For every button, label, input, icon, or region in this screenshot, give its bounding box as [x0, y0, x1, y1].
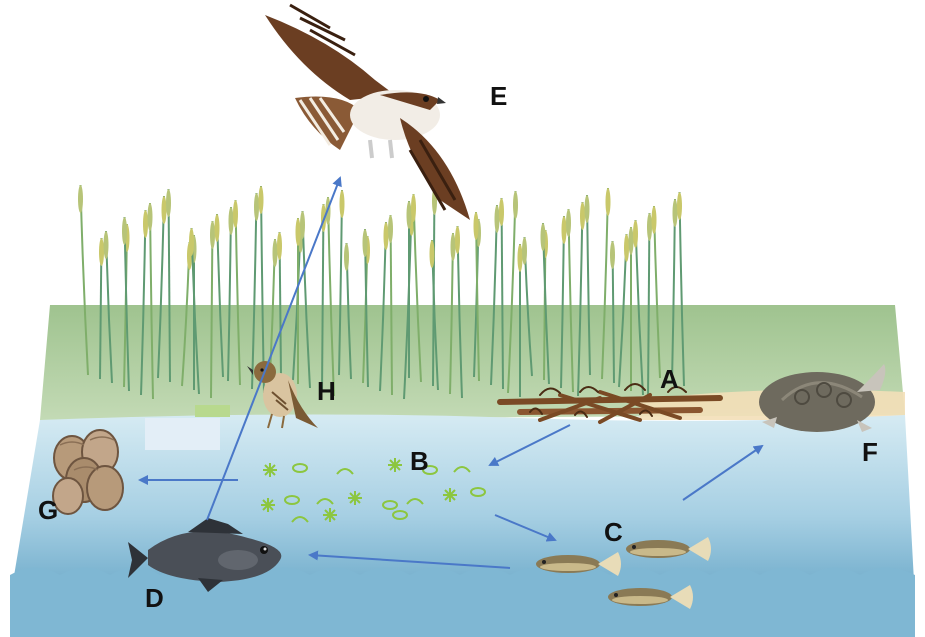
plankton-cell: [261, 498, 275, 512]
grass-seedhead: [273, 239, 278, 267]
grass-seedhead: [652, 206, 657, 234]
grass-seedhead: [541, 223, 546, 251]
grass-seedhead: [513, 191, 518, 219]
grass-seedhead: [580, 202, 585, 230]
grass-seedhead: [104, 231, 109, 259]
inlet-patch-light: [145, 418, 220, 450]
grass-seedhead: [259, 186, 264, 214]
grass-seedhead: [522, 237, 527, 265]
grass-seedhead: [629, 227, 634, 255]
grass-seedhead: [148, 203, 153, 231]
plankton-cell: [388, 458, 402, 472]
label-g: G: [38, 495, 58, 525]
grass-seedhead: [122, 217, 127, 245]
grass-seedhead: [677, 192, 682, 220]
grass-seedhead: [277, 232, 282, 260]
label-c: C: [604, 517, 623, 547]
grass-seedhead: [455, 226, 460, 254]
grass-seedhead: [296, 218, 301, 246]
label-e: E: [490, 81, 507, 111]
inlet-patch: [195, 405, 230, 417]
osprey-icon: [265, 5, 470, 220]
grass-seedhead: [254, 193, 259, 221]
grass-seedhead: [624, 234, 629, 262]
grass-seedhead: [474, 212, 479, 240]
grass-seedhead: [229, 207, 234, 235]
grass-seedhead: [300, 211, 305, 239]
grass-seedhead: [384, 222, 389, 250]
grass-seedhead: [388, 215, 393, 243]
oyster-icon: [53, 430, 123, 514]
grass-seedhead: [407, 201, 412, 229]
plankton-cell: [348, 491, 362, 505]
grass-seedhead: [451, 233, 456, 261]
grass-seedhead: [585, 195, 590, 223]
plankton-cell: [263, 463, 277, 477]
grass-seedhead: [162, 196, 167, 224]
grass-seedhead: [215, 214, 220, 242]
grass-seedhead: [633, 220, 638, 248]
grass-seedhead: [233, 200, 238, 228]
label-b: B: [410, 446, 429, 476]
grass-seedhead: [499, 198, 504, 226]
label-d: D: [145, 583, 164, 613]
grass-seedhead: [189, 228, 194, 256]
grass-seedhead: [673, 199, 678, 227]
grass-seedhead: [411, 194, 416, 222]
grass-seedhead: [647, 213, 652, 241]
plankton-cell: [443, 488, 457, 502]
grass-seedhead: [430, 240, 435, 268]
grass-seedhead: [606, 188, 611, 216]
grass-seedhead: [210, 221, 215, 249]
grass-seedhead: [143, 210, 148, 238]
grass-seedhead: [495, 205, 500, 233]
grass-seedhead: [566, 209, 571, 237]
grass-seedhead: [610, 241, 615, 269]
label-f: F: [862, 437, 878, 467]
label-h: H: [317, 376, 336, 406]
grass-seedhead: [340, 190, 345, 218]
grass-seedhead: [363, 229, 368, 257]
plankton-cell: [323, 508, 337, 522]
grass-seedhead: [166, 189, 171, 217]
grass-seedhead: [99, 238, 104, 266]
grass-seedhead: [518, 244, 523, 272]
label-a: A: [660, 364, 679, 394]
grass-seedhead: [562, 216, 567, 244]
grass-seedhead: [344, 243, 349, 271]
grass-seedhead: [78, 185, 83, 213]
